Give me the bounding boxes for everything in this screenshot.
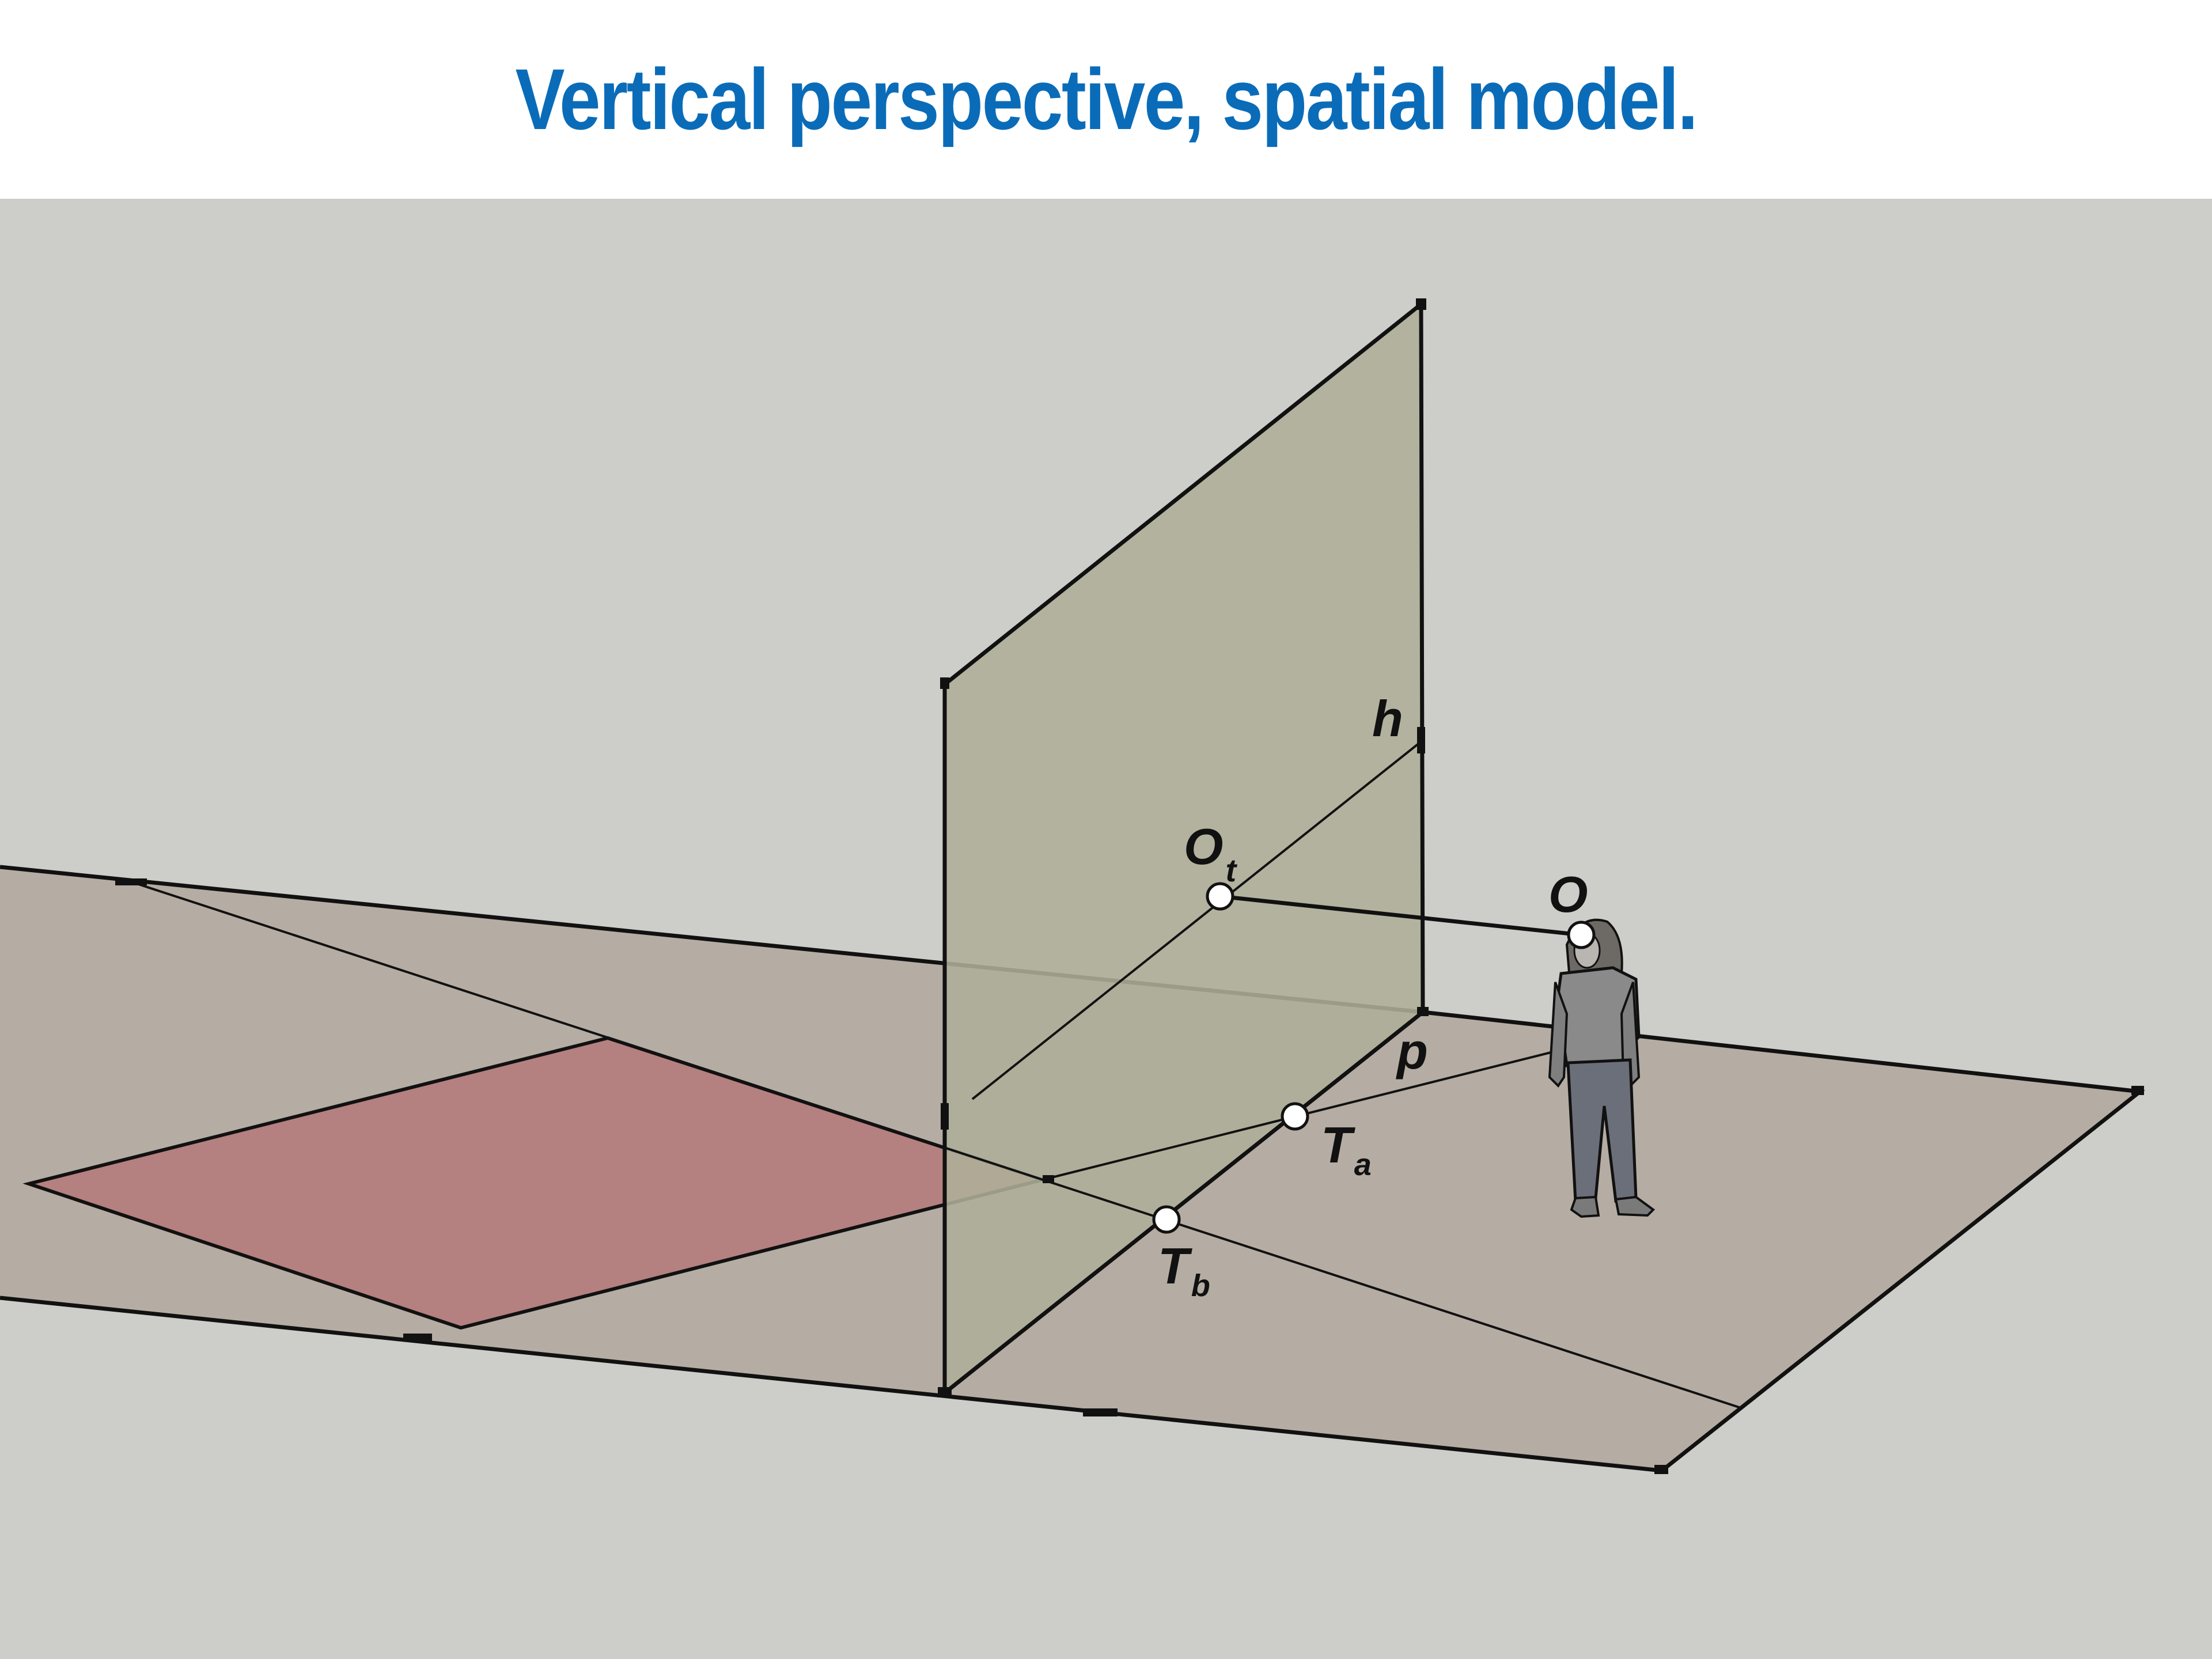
label-O-t-sub: t	[1225, 852, 1237, 888]
horizon-line-h	[971, 739, 1424, 1100]
edge-markers	[115, 298, 2144, 1474]
point-T-b	[1152, 1205, 1181, 1234]
label-T-b: Tb	[1158, 1237, 1210, 1303]
label-O-t: Ot	[1184, 818, 1237, 888]
point-markers	[1152, 882, 1596, 1234]
point-O	[1567, 921, 1596, 949]
spatial-model-diagram: h Ot O p Ta Tb	[0, 199, 2212, 1659]
label-O: O	[1548, 866, 1588, 923]
principal-ray	[1219, 894, 1582, 937]
label-T-b-sub: b	[1191, 1268, 1210, 1303]
label-T-a: Ta	[1321, 1116, 1372, 1182]
point-T-a	[1281, 1102, 1309, 1131]
construction-lines	[129, 739, 1743, 1410]
visual-ray-b	[129, 880, 1743, 1410]
label-T-b-main: T	[1158, 1237, 1192, 1294]
ground-line-p	[944, 1011, 1424, 1394]
label-T-a-sub: a	[1354, 1147, 1372, 1182]
label-h: h	[1372, 690, 1403, 747]
label-p: p	[1396, 1022, 1428, 1080]
label-T-a-main: T	[1321, 1116, 1355, 1173]
page-title: Vertical perspective, spatial model.	[515, 51, 1699, 147]
label-O-t-main: O	[1184, 818, 1223, 875]
point-O-t	[1206, 882, 1234, 911]
